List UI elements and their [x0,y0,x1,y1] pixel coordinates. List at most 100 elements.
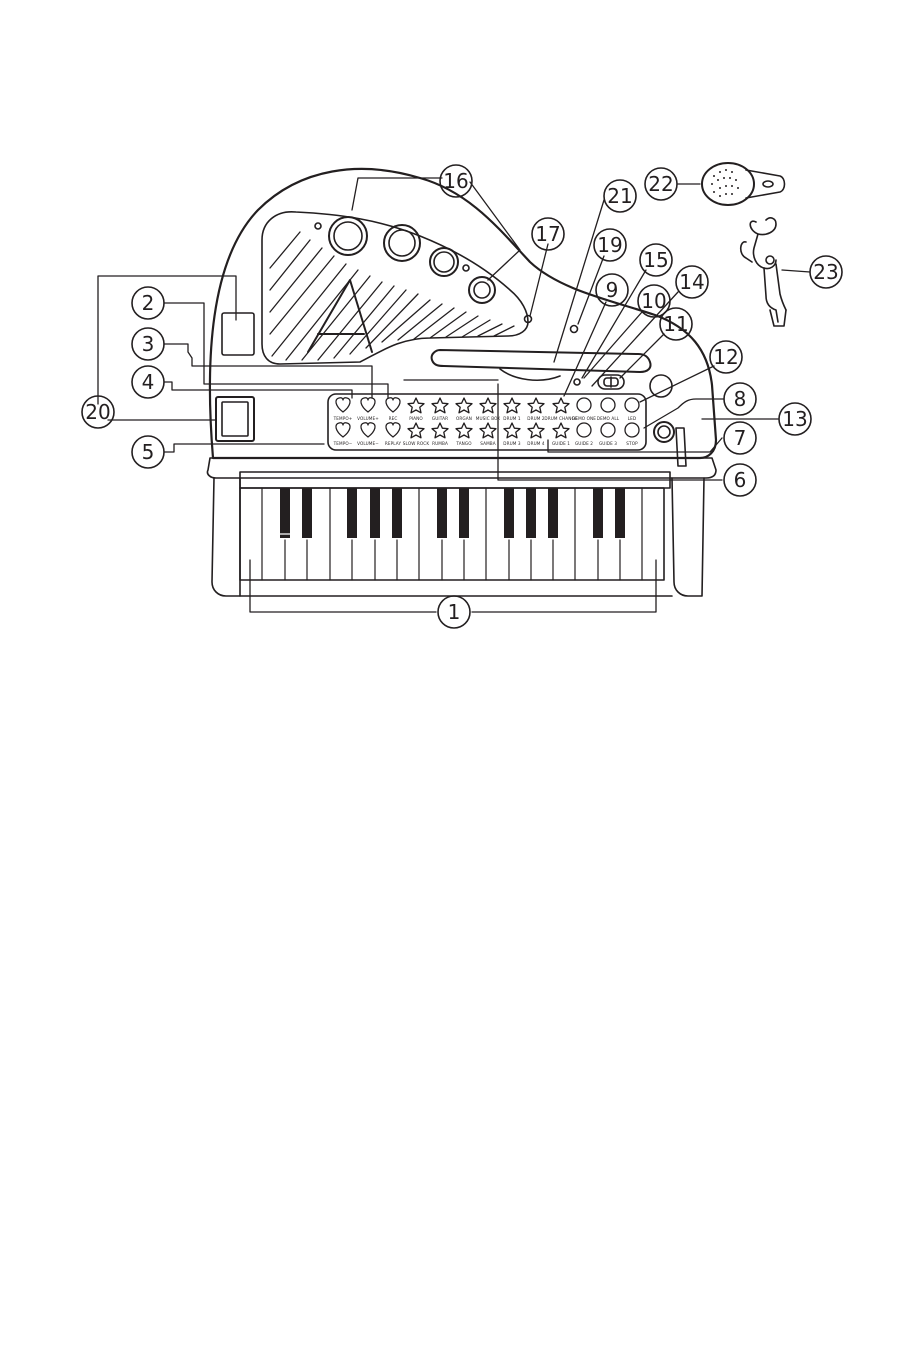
label-tempo-down: TEMPO− [333,441,353,446]
callout-14-label: 14 [679,270,704,294]
callout-22: 22 [645,168,677,200]
mic-holder-icon [741,218,786,326]
headphone-jack [654,422,686,466]
callout-23-label: 23 [813,260,838,284]
music-box-button [480,398,496,413]
samba-button [480,423,496,438]
callout-8-label: 8 [734,387,747,411]
callout-19: 19 [594,229,626,261]
label-demo-one: DEMO ONE [572,416,596,421]
callout-13-label: 13 [782,407,807,431]
label-guide3: GUIDE 3 [599,441,617,446]
callout-5: 5 [132,436,164,468]
label-piano: PIANO [409,416,423,421]
volume-knob [650,375,672,397]
label-organ: ORGAN [456,416,472,421]
label-tango: TANGO [455,441,472,446]
drum3-button [504,423,520,438]
stop-button [625,423,639,437]
callout-14: 14 [676,266,708,298]
callout-6: 6 [724,464,756,496]
led-indicator [574,379,580,385]
volume-up-button [361,398,375,412]
guitar-button [432,398,448,413]
label-drum3: DRUM 3 [503,441,521,446]
callout-5-label: 5 [142,440,155,464]
label-guitar: GUITAR [432,416,448,421]
label-demo-all: DEMO ALL [597,416,620,421]
label-music-box: MUSIC BOX [476,416,500,421]
callout-6-label: 6 [734,468,747,492]
rec-button [386,398,400,412]
callout-13: 13 [779,403,811,435]
callout-23: 23 [810,256,842,288]
callout-3-label: 3 [142,332,155,356]
callout-4: 4 [132,366,164,398]
callout-21: 21 [604,180,636,212]
tango-button [456,423,472,438]
guide3-button [601,423,615,437]
label-led: LED [628,416,637,421]
guide1-button [553,423,569,438]
callout-20-label: 20 [85,400,110,424]
callout-1: 1 [438,596,470,628]
piano-button [408,398,424,413]
callout-9-label: 9 [606,278,619,302]
callout-12: 12 [710,341,742,373]
callout-7-label: 7 [734,426,747,450]
callouts: 1 2 3 4 5 6 7 8 9 10 11 12 13 14 15 16 1… [82,165,842,628]
guide2-button [577,423,591,437]
drum-change-button [553,398,569,413]
label-replay: REPLAY [385,441,402,446]
callout-11-label: 11 [663,312,688,336]
replay-button [386,423,400,437]
callout-15: 15 [640,244,672,276]
callout-19-label: 19 [597,233,622,257]
callout-2: 2 [132,287,164,319]
organ-button [456,398,472,413]
battery-door [216,397,254,441]
callout-17: 17 [532,218,564,250]
callout-8: 8 [724,383,756,415]
label-rumba: RUMBA [432,441,448,446]
label-drum4: DRUM 4 [527,441,545,446]
callout-11: 11 [660,308,692,340]
callout-3: 3 [132,328,164,360]
switch-box [222,313,254,355]
label-drum2: DRUM 2 [527,416,545,421]
callout-4-label: 4 [142,370,155,394]
callout-21-label: 21 [607,184,632,208]
label-volume-down: VOLUME− [357,441,379,446]
label-guide2: GUIDE 2 [575,441,593,446]
label-rec: REC [389,416,398,421]
label-guide1: GUIDE 1 [552,441,570,446]
callout-12-label: 12 [713,345,738,369]
tempo-down-button [336,423,350,437]
callout-2-label: 2 [142,291,155,315]
led-button [625,398,639,412]
callout-16: 16 [440,165,472,197]
callout-10-label: 10 [641,289,666,313]
callout-15-label: 15 [643,248,668,272]
tempo-up-button [336,398,350,412]
volume-down-button [361,423,375,437]
dc-jack [571,326,578,333]
label-volume-up: VOLUME+ [357,416,379,421]
demo-one-button [577,398,591,412]
piano-keyboard [207,458,716,596]
rumba-button [432,423,448,438]
drum4-button [528,423,544,438]
callout-16-label: 16 [443,169,468,193]
label-samba: SAMBA [480,441,495,446]
drum1-button [504,398,520,413]
microphone-icon [702,163,785,205]
demo-all-button [601,398,615,412]
callout-20: 20 [82,396,114,428]
button-labels: TEMPO+ VOLUME+ REC PIANO GUITAR ORGAN MU… [333,416,638,446]
label-tempo-up: TEMPO+ [333,416,353,421]
drum2-button [528,398,544,413]
callout-22-label: 22 [648,172,673,196]
callout-7: 7 [724,422,756,454]
